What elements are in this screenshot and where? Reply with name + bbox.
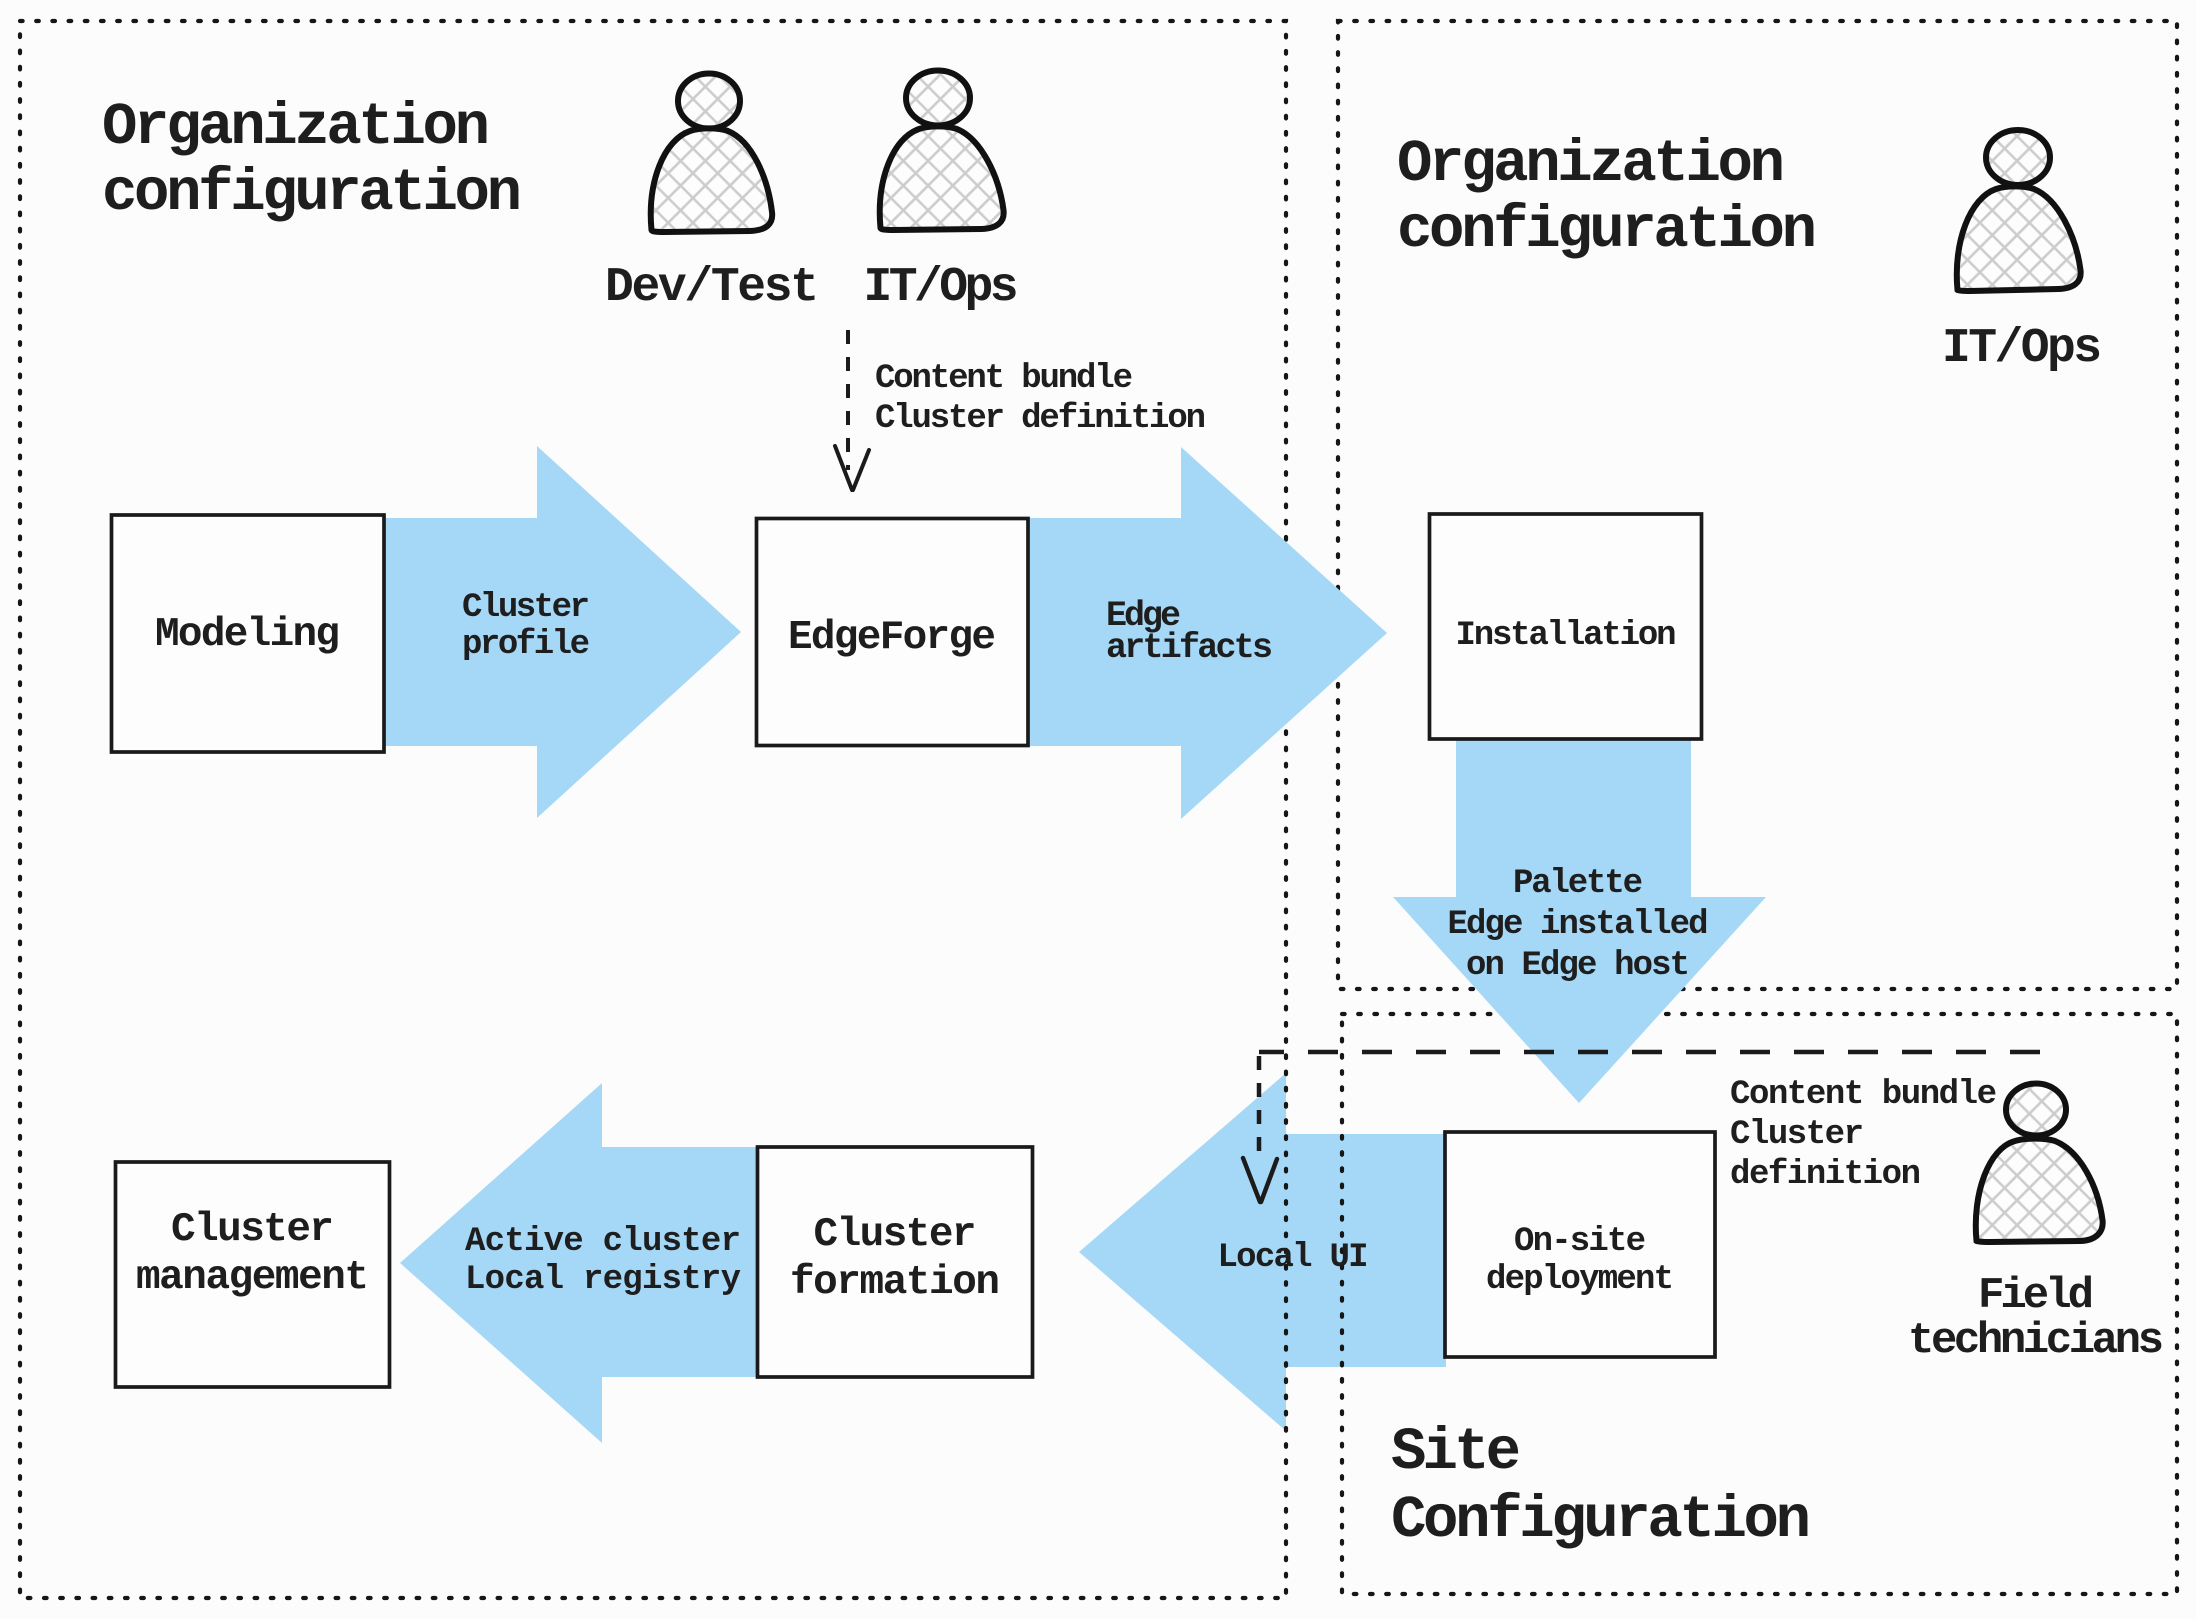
svg-text:Cluster: Cluster xyxy=(171,1207,334,1253)
svg-text:IT/Ops: IT/Ops xyxy=(1942,322,2102,376)
svg-text:Edge installed: Edge installed xyxy=(1448,906,1709,944)
svg-text:profile: profile xyxy=(462,626,590,664)
svg-text:Configuration: Configuration xyxy=(1391,1487,1811,1554)
svg-text:on Edge host: on Edge host xyxy=(1466,947,1690,985)
svg-text:Cluster: Cluster xyxy=(814,1212,977,1258)
svg-text:Modeling: Modeling xyxy=(155,612,340,658)
svg-text:configuration: configuration xyxy=(1397,197,1817,264)
svg-text:technicians: technicians xyxy=(1908,1316,2164,1366)
svg-text:Organization: Organization xyxy=(1397,131,1785,198)
svg-text:formation: formation xyxy=(790,1260,1000,1306)
svg-text:definition: definition xyxy=(1730,1156,1921,1194)
svg-text:Content bundle: Content bundle xyxy=(1730,1076,1997,1114)
svg-text:deployment: deployment xyxy=(1486,1261,1674,1299)
svg-text:Field: Field xyxy=(1978,1271,2094,1321)
svg-text:Cluster definition: Cluster definition xyxy=(875,400,1206,438)
svg-text:Palette: Palette xyxy=(1513,865,1643,903)
svg-text:Local registry: Local registry xyxy=(465,1261,741,1299)
svg-text:Organization: Organization xyxy=(102,94,490,161)
svg-text:Dev/Test: Dev/Test xyxy=(605,261,819,315)
svg-text:Installation: Installation xyxy=(1456,617,1677,655)
svg-text:On-site: On-site xyxy=(1514,1223,1646,1261)
svg-text:IT/Ops: IT/Ops xyxy=(864,261,1019,315)
svg-text:Local UI: Local UI xyxy=(1218,1239,1369,1277)
svg-text:Content bundle: Content bundle xyxy=(875,360,1133,398)
svg-text:EdgeForge: EdgeForge xyxy=(788,615,996,661)
svg-text:Active cluster: Active cluster xyxy=(465,1223,741,1261)
svg-text:Site: Site xyxy=(1391,1419,1521,1486)
svg-text:Cluster: Cluster xyxy=(462,589,590,627)
svg-text:Cluster: Cluster xyxy=(1730,1116,1864,1154)
svg-text:management: management xyxy=(136,1255,369,1301)
svg-text:Edge: Edge xyxy=(1106,596,1181,636)
svg-text:configuration: configuration xyxy=(102,160,522,227)
svg-text:artifacts: artifacts xyxy=(1106,628,1273,668)
